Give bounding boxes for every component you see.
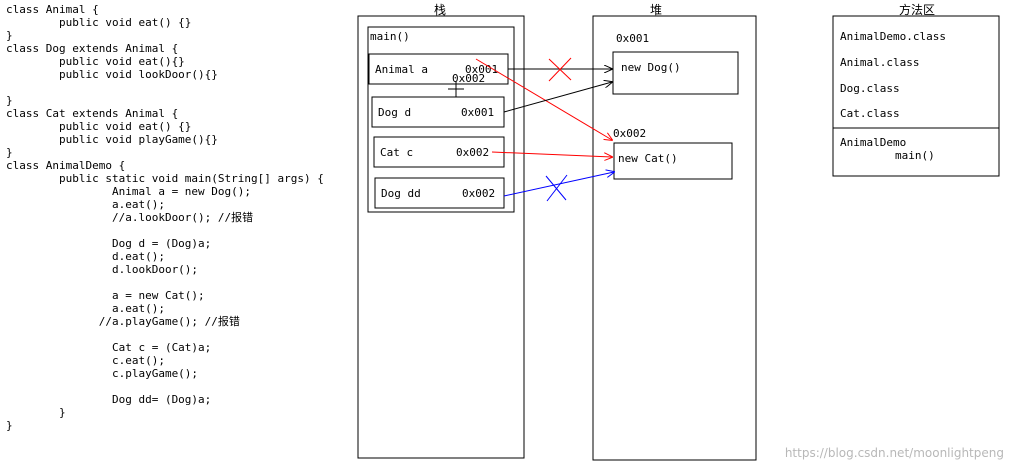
heap-object-label: new Dog() xyxy=(621,61,681,74)
method-area-class: Animal.class xyxy=(840,56,919,69)
code-line: public void playGame(){} xyxy=(6,133,218,146)
stack-area xyxy=(357,15,525,459)
code-line: Dog dd= (Dog)a; xyxy=(6,393,212,406)
code-line: public void eat() {} xyxy=(6,120,192,133)
code-line: } xyxy=(6,94,13,107)
heap-object-label: new Cat() xyxy=(618,152,678,165)
code-line: a.eat(); xyxy=(6,302,165,315)
code-line: } xyxy=(6,29,13,42)
code-line: class Cat extends Animal { xyxy=(6,107,179,120)
heap-object-address: 0x002 xyxy=(613,127,646,140)
method-area-class: Cat.class xyxy=(840,107,900,120)
code-line: class Dog extends Animal { xyxy=(6,42,179,55)
code-line: //a.lookDoor(); //报错 xyxy=(6,211,254,224)
stack-var-value: 0x002 xyxy=(456,146,489,159)
method-area-title: 方法区 xyxy=(899,2,935,17)
code-line: } xyxy=(6,406,66,419)
heap-object-dog xyxy=(612,51,739,95)
stack-var-name: Dog d xyxy=(378,106,411,119)
code-line: c.eat(); xyxy=(6,354,165,367)
heap-area xyxy=(592,15,757,461)
heap-object-cat xyxy=(613,142,733,180)
code-line: public static void main(String[] args) { xyxy=(6,172,324,185)
method-area xyxy=(832,15,1000,177)
stack-var-name: Cat c xyxy=(380,146,413,159)
code-line: Dog d = (Dog)a; xyxy=(6,237,212,250)
cross-mark-blue xyxy=(545,174,568,202)
stack-var-box xyxy=(373,136,505,168)
code-line: Cat c = (Cat)a; xyxy=(6,341,212,354)
stack-var-name: Animal a xyxy=(375,63,428,76)
ref-arrow-c-to-cat xyxy=(491,151,612,157)
stack-var-box xyxy=(368,53,509,85)
code-line: class Animal { xyxy=(6,3,99,16)
code-line: a = new Cat(); xyxy=(6,289,205,302)
stack-var-value: 0x002 xyxy=(462,187,495,200)
ref-arrow-a-to-cat xyxy=(475,58,612,140)
code-line: public void eat() {} xyxy=(6,16,192,29)
watermark-text: https://blog.csdn.net/moonlightpeng xyxy=(785,446,1004,460)
code-line: Animal a = new Dog(); xyxy=(6,185,252,198)
cross-mark-red xyxy=(548,57,572,82)
code-line: } xyxy=(6,146,13,159)
method-name-label: main() xyxy=(895,149,935,162)
ref-arrow-dd-to-cat xyxy=(503,172,614,197)
code-line: } xyxy=(6,419,13,432)
stack-var-name: Dog dd xyxy=(381,187,421,200)
main-frame xyxy=(367,26,515,213)
code-line: c.playGame(); xyxy=(6,367,199,380)
main-frame-label: main() xyxy=(370,30,410,43)
code-line: d.lookDoor(); xyxy=(6,263,199,276)
stack-title: 栈 xyxy=(434,2,446,17)
method-owner-label: AnimalDemo xyxy=(840,136,906,149)
code-line: a.eat(); xyxy=(6,198,165,211)
stack-var-value: 0x001 xyxy=(461,106,494,119)
code-line: public void lookDoor(){} xyxy=(6,68,218,81)
code-line: //a.playGame(); //报错 xyxy=(6,315,240,328)
code-line: public void eat(){} xyxy=(6,55,185,68)
heap-object-address: 0x001 xyxy=(616,32,649,45)
code-line: d.eat(); xyxy=(6,250,165,263)
ref-arrow-d-to-dog xyxy=(503,82,612,113)
stack-var-box xyxy=(374,177,505,209)
method-area-class: AnimalDemo.class xyxy=(840,30,946,43)
stack-var-value: 0x001 xyxy=(465,63,498,76)
code-listing: class Animal { public void eat() {}}clas… xyxy=(6,3,346,432)
code-line: class AnimalDemo { xyxy=(6,159,126,172)
crosshair-cursor-icon xyxy=(448,81,464,97)
overlay-address-label: 0x002 xyxy=(452,72,485,85)
stack-var-box xyxy=(371,96,505,128)
method-area-class: Dog.class xyxy=(840,82,900,95)
heap-title: 堆 xyxy=(650,3,662,17)
